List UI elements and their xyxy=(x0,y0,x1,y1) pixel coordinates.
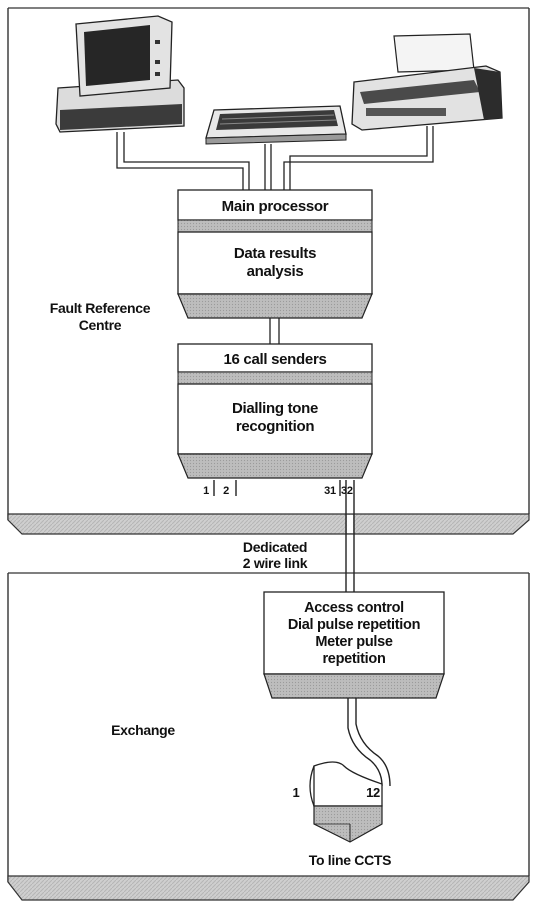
printer-icon xyxy=(351,33,503,131)
call-senders-label: 16 call senders xyxy=(223,351,326,368)
access-label-line4: repetition xyxy=(322,651,385,667)
selector-wire xyxy=(347,698,391,787)
internal-link xyxy=(269,318,280,344)
link-label-line2: 2 wire link xyxy=(243,555,308,571)
dedicated-link-wire xyxy=(345,480,355,592)
exchange-label: Exchange xyxy=(111,722,175,738)
data-results-analysis-box: Data results analysis xyxy=(177,231,373,319)
output-label: To line CCTS xyxy=(309,852,391,868)
fault-reference-centre-region xyxy=(7,7,530,535)
fault-reference-label-line2: Centre xyxy=(79,317,122,333)
selector-right-label: 12 xyxy=(366,785,380,800)
access-label-line2: Dial pulse repetition xyxy=(288,617,420,633)
dialling-label-line2: recognition xyxy=(236,418,315,435)
device-cables xyxy=(116,126,434,190)
fault-reference-label-line1: Fault Reference xyxy=(50,300,151,316)
exchange-region xyxy=(7,572,530,901)
port-31-label: 31 xyxy=(324,485,336,497)
lower-shelf xyxy=(7,875,530,901)
link-label-line1: Dedicated xyxy=(243,539,307,555)
line-selector xyxy=(309,761,383,843)
port-1-label: 1 xyxy=(203,485,209,497)
computer-icon xyxy=(55,15,185,133)
access-label-line1: Access control xyxy=(304,600,404,616)
call-senders-box: 16 call senders xyxy=(177,343,373,385)
access-label-line3: Meter pulse xyxy=(315,634,393,650)
main-processor-label: Main processor xyxy=(222,198,329,215)
dialling-tone-box: Dialling tone recognition xyxy=(177,383,373,479)
link-shelf-gap xyxy=(347,515,353,533)
selector-left-label: 1 xyxy=(293,785,300,800)
access-control-box: Access control Dial pulse repetition Met… xyxy=(263,591,445,699)
dialling-label-line1: Dialling tone xyxy=(232,400,318,417)
main-processor-box: Main processor xyxy=(177,189,373,233)
port-lines xyxy=(213,480,341,496)
port-32-label: 32 xyxy=(341,485,353,497)
keyboard-icon xyxy=(205,105,347,145)
upper-shelf xyxy=(7,513,530,535)
port-2-label: 2 xyxy=(223,485,229,497)
data-results-label-line1: Data results xyxy=(234,245,316,262)
data-results-label-line2: analysis xyxy=(247,263,304,280)
